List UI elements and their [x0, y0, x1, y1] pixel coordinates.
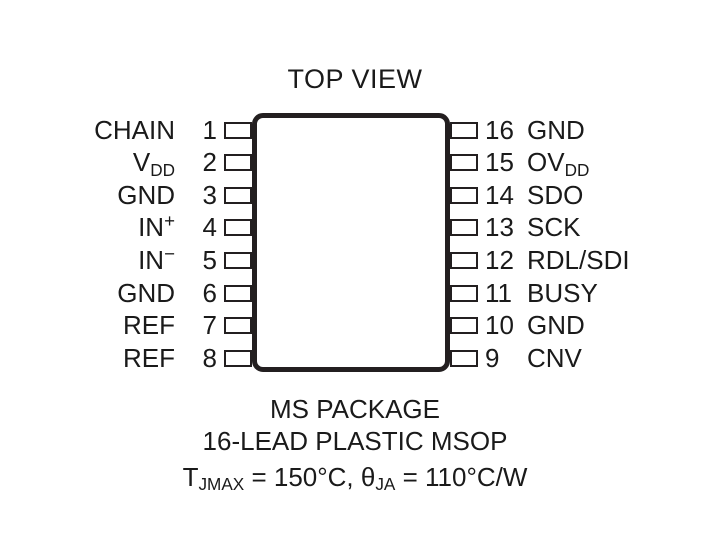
- pin-label-superscript-5: −: [164, 242, 175, 264]
- pin-label-8: REF: [123, 342, 175, 373]
- pin-number-11: 11: [485, 277, 512, 308]
- tjmax-subscript: JMAX: [198, 474, 245, 495]
- pin-label-11: BUSY: [527, 277, 598, 308]
- tjmax-symbol: T: [182, 462, 199, 492]
- pin-row-5: IN− 5: [0, 243, 252, 275]
- pin-label-1: CHAIN: [94, 114, 175, 145]
- pin-row-15: 15 OVDD: [450, 147, 710, 180]
- pin-label-10: GND: [527, 310, 585, 341]
- pin-lead-12: [450, 251, 478, 269]
- pin-row-11: 11 BUSY: [450, 278, 710, 308]
- pin-label-subscript-2: DD: [150, 159, 175, 180]
- pin-label-3: GND: [117, 179, 175, 210]
- pin-row-14: 14 SDO: [450, 180, 710, 210]
- package-body-outline: [252, 113, 450, 372]
- pin-lead-5: [224, 251, 252, 269]
- pin-number-4: 4: [202, 212, 217, 243]
- pin-lead-4: [224, 219, 252, 237]
- pin-number-3: 3: [202, 179, 217, 210]
- pin-label-9: CNV: [527, 342, 582, 373]
- pin-lead-8: [224, 349, 252, 367]
- pin-label-14: SDO: [527, 179, 584, 210]
- pin-label-16: GND: [527, 114, 585, 145]
- pin-number-16: 16: [485, 114, 514, 145]
- pin-lead-7: [224, 317, 252, 335]
- pin-lead-3: [224, 186, 252, 204]
- pin-row-3: GND 3: [0, 180, 252, 210]
- pin-row-7: REF 7: [0, 310, 252, 340]
- pin-number-1: 1: [202, 114, 217, 145]
- pin-label-13: SCK: [527, 212, 581, 243]
- pin-label-6: GND: [117, 277, 175, 308]
- pin-lead-15: [450, 154, 478, 172]
- pin-number-7: 7: [202, 310, 217, 341]
- pin-number-9: 9: [485, 342, 500, 373]
- pin-row-4: IN+ 4: [0, 210, 252, 242]
- pin-number-12: 12: [485, 244, 514, 275]
- theta-value: = 110°C/W: [395, 462, 528, 492]
- pin-label-5: IN−: [138, 242, 175, 275]
- pin-number-6: 6: [202, 277, 217, 308]
- pin-number-8: 8: [202, 342, 217, 373]
- pin-lead-14: [450, 186, 478, 204]
- pin-lead-10: [450, 317, 478, 335]
- pin-lead-1: [224, 121, 252, 139]
- package-name-label: MS PACKAGE: [269, 394, 440, 424]
- tjmax-value: = 150°C,: [244, 462, 361, 492]
- pin-row-13: 13 SCK: [450, 212, 710, 242]
- pin-number-2: 2: [202, 147, 217, 178]
- pin-number-15: 15: [485, 147, 514, 178]
- pin-label-subscript-15: DD: [564, 159, 590, 180]
- pin-label-15: OVDD: [527, 147, 590, 180]
- pin-label-superscript-4: +: [164, 210, 175, 232]
- pin-lead-9: [450, 349, 478, 367]
- pin-lead-2: [224, 154, 252, 172]
- pin-label-7: REF: [123, 310, 175, 341]
- pin-row-2: VDD 2: [0, 147, 252, 180]
- pin-number-10: 10: [485, 310, 514, 341]
- pin-label-4: IN+: [138, 210, 175, 243]
- pin-number-14: 14: [485, 179, 514, 210]
- pin-lead-16: [450, 121, 478, 139]
- thermal-spec-label: TJMAX = 150°C, θJA = 110°C/W: [0, 462, 710, 495]
- pin-row-10: 10 GND: [450, 310, 710, 340]
- pin-row-6: GND 6: [0, 278, 252, 308]
- pin-lead-6: [224, 284, 252, 302]
- page-title: TOP VIEW: [287, 64, 423, 94]
- pin-row-12: 12 RDL/SDI: [450, 245, 710, 275]
- pin-label-2: VDD: [132, 147, 175, 180]
- pin-row-9: 9 CNV: [450, 343, 710, 373]
- pin-row-1: CHAIN 1: [0, 115, 252, 145]
- theta-subscript: JA: [375, 474, 396, 495]
- pin-row-16: 16 GND: [450, 115, 710, 145]
- package-description-label: 16-LEAD PLASTIC MSOP: [202, 426, 508, 456]
- pin-number-13: 13: [485, 212, 514, 243]
- pin-number-5: 5: [202, 244, 217, 275]
- pin-label-12: RDL/SDI: [527, 244, 630, 275]
- pin-row-8: REF 8: [0, 343, 252, 373]
- theta-symbol: θ: [360, 462, 376, 492]
- pin-lead-11: [450, 284, 478, 302]
- pin-lead-13: [450, 219, 478, 237]
